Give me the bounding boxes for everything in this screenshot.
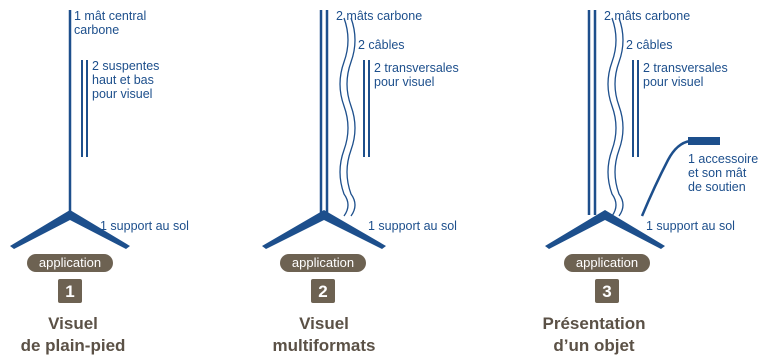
carbon-masts [319,10,329,215]
carbon-masts [587,10,597,215]
ground-support [262,210,386,249]
panel-title-line1: Visuel [48,314,98,333]
accessory-label-line3: de soutien [688,180,746,194]
panel-title-line2: de plain-pied [21,336,126,355]
panel-title-line2: d’un objet [553,336,635,355]
application-tag-label: application [576,255,638,270]
support-label: 1 support au sol [368,219,457,233]
suspension-label-line1: 2 suspentes [92,59,159,73]
support-label: 1 support au sol [646,219,735,233]
mast-label-line1: 1 mât central [74,9,146,23]
number-badge [595,279,619,303]
crossbars [632,60,639,157]
suspension-lines [81,60,88,157]
panel-1: 1 mât central carbone 2 suspentes haut e… [10,9,189,355]
application-tag-label: application [292,255,354,270]
panel-title-line1: Visuel [299,314,349,333]
mast-label-line2: carbone [74,23,119,37]
cables [339,17,356,217]
accessory-label-line2: et son mât [688,166,747,180]
cables-label: 2 câbles [626,38,673,52]
cables [607,17,624,217]
application-tag [564,254,650,272]
application-tag [27,254,113,272]
application-tag-label: application [39,255,101,270]
ground-support [10,210,130,249]
ground-support [545,210,665,249]
number-badge [311,279,335,303]
panel-title-line2: multiformats [273,336,376,355]
suspension-label-line3: pour visuel [92,87,152,101]
accessory-label-line1: 1 accessoire [688,152,758,166]
support-label: 1 support au sol [100,219,189,233]
accessory-with-support-mast [640,137,720,217]
number-badge-label: 3 [602,282,611,301]
application-tag [280,254,366,272]
crossbars-label-line1: 2 transversales [374,61,459,75]
crossbars [363,60,370,157]
number-badge-label: 1 [65,282,74,301]
masts-label: 2 mâts carbone [336,9,422,23]
masts-label: 2 mâts carbone [604,9,690,23]
panel-3: 2 mâts carbone 2 câbles 2 transversales … [543,9,759,355]
panel-2: 2 mâts carbone 2 câbles 2 transversales … [262,9,459,355]
panel-title-line1: Présentation [543,314,646,333]
number-badge [58,279,82,303]
suspension-label-line2: haut et bas [92,73,154,87]
crossbars-label-line1: 2 transversales [643,61,728,75]
crossbars-label-line2: pour visuel [374,75,434,89]
number-badge-label: 2 [318,282,327,301]
cables-label: 2 câbles [358,38,405,52]
crossbars-label-line2: pour visuel [643,75,703,89]
